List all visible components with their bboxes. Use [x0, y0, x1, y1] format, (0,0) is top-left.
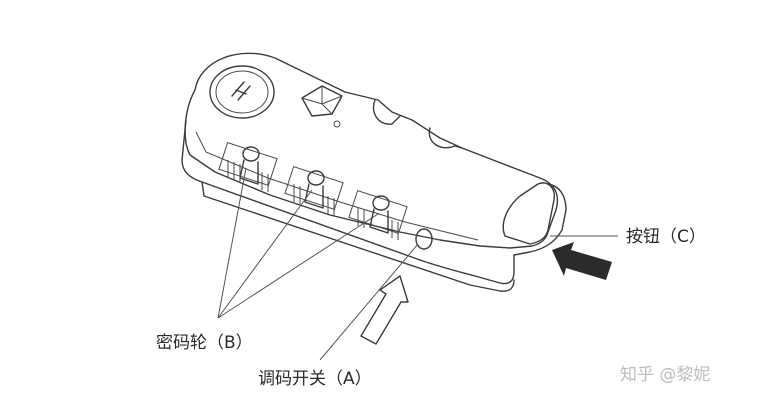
label-reset-switch-a: 调码开关（A）: [258, 369, 372, 389]
code-wheel-2: [284, 166, 344, 216]
lock-top-face: [184, 52, 559, 249]
lock-bottom-edge: [201, 181, 515, 292]
leader-lines: [217, 167, 618, 361]
inner-edge: [195, 131, 479, 241]
code-wheel-1: [218, 142, 278, 192]
watermark: 知乎 @黎妮: [620, 365, 710, 385]
top-notch: [372, 99, 463, 149]
label-button-c: 按钮（C）: [626, 227, 706, 247]
lock-front-face: [181, 119, 515, 285]
tsa-diamond-icon: [301, 85, 343, 128]
lock-body: [181, 52, 567, 292]
label-code-wheels-b: 密码轮（B）: [156, 333, 253, 353]
pointer-arrow-icon: [360, 275, 409, 345]
code-wheel-3: [348, 190, 408, 240]
push-arrow-icon: [552, 242, 612, 280]
button-c: [502, 182, 555, 245]
end-cap: [513, 183, 567, 256]
reset-switch-a: [415, 228, 433, 250]
dial-knob-icon: [209, 65, 275, 119]
